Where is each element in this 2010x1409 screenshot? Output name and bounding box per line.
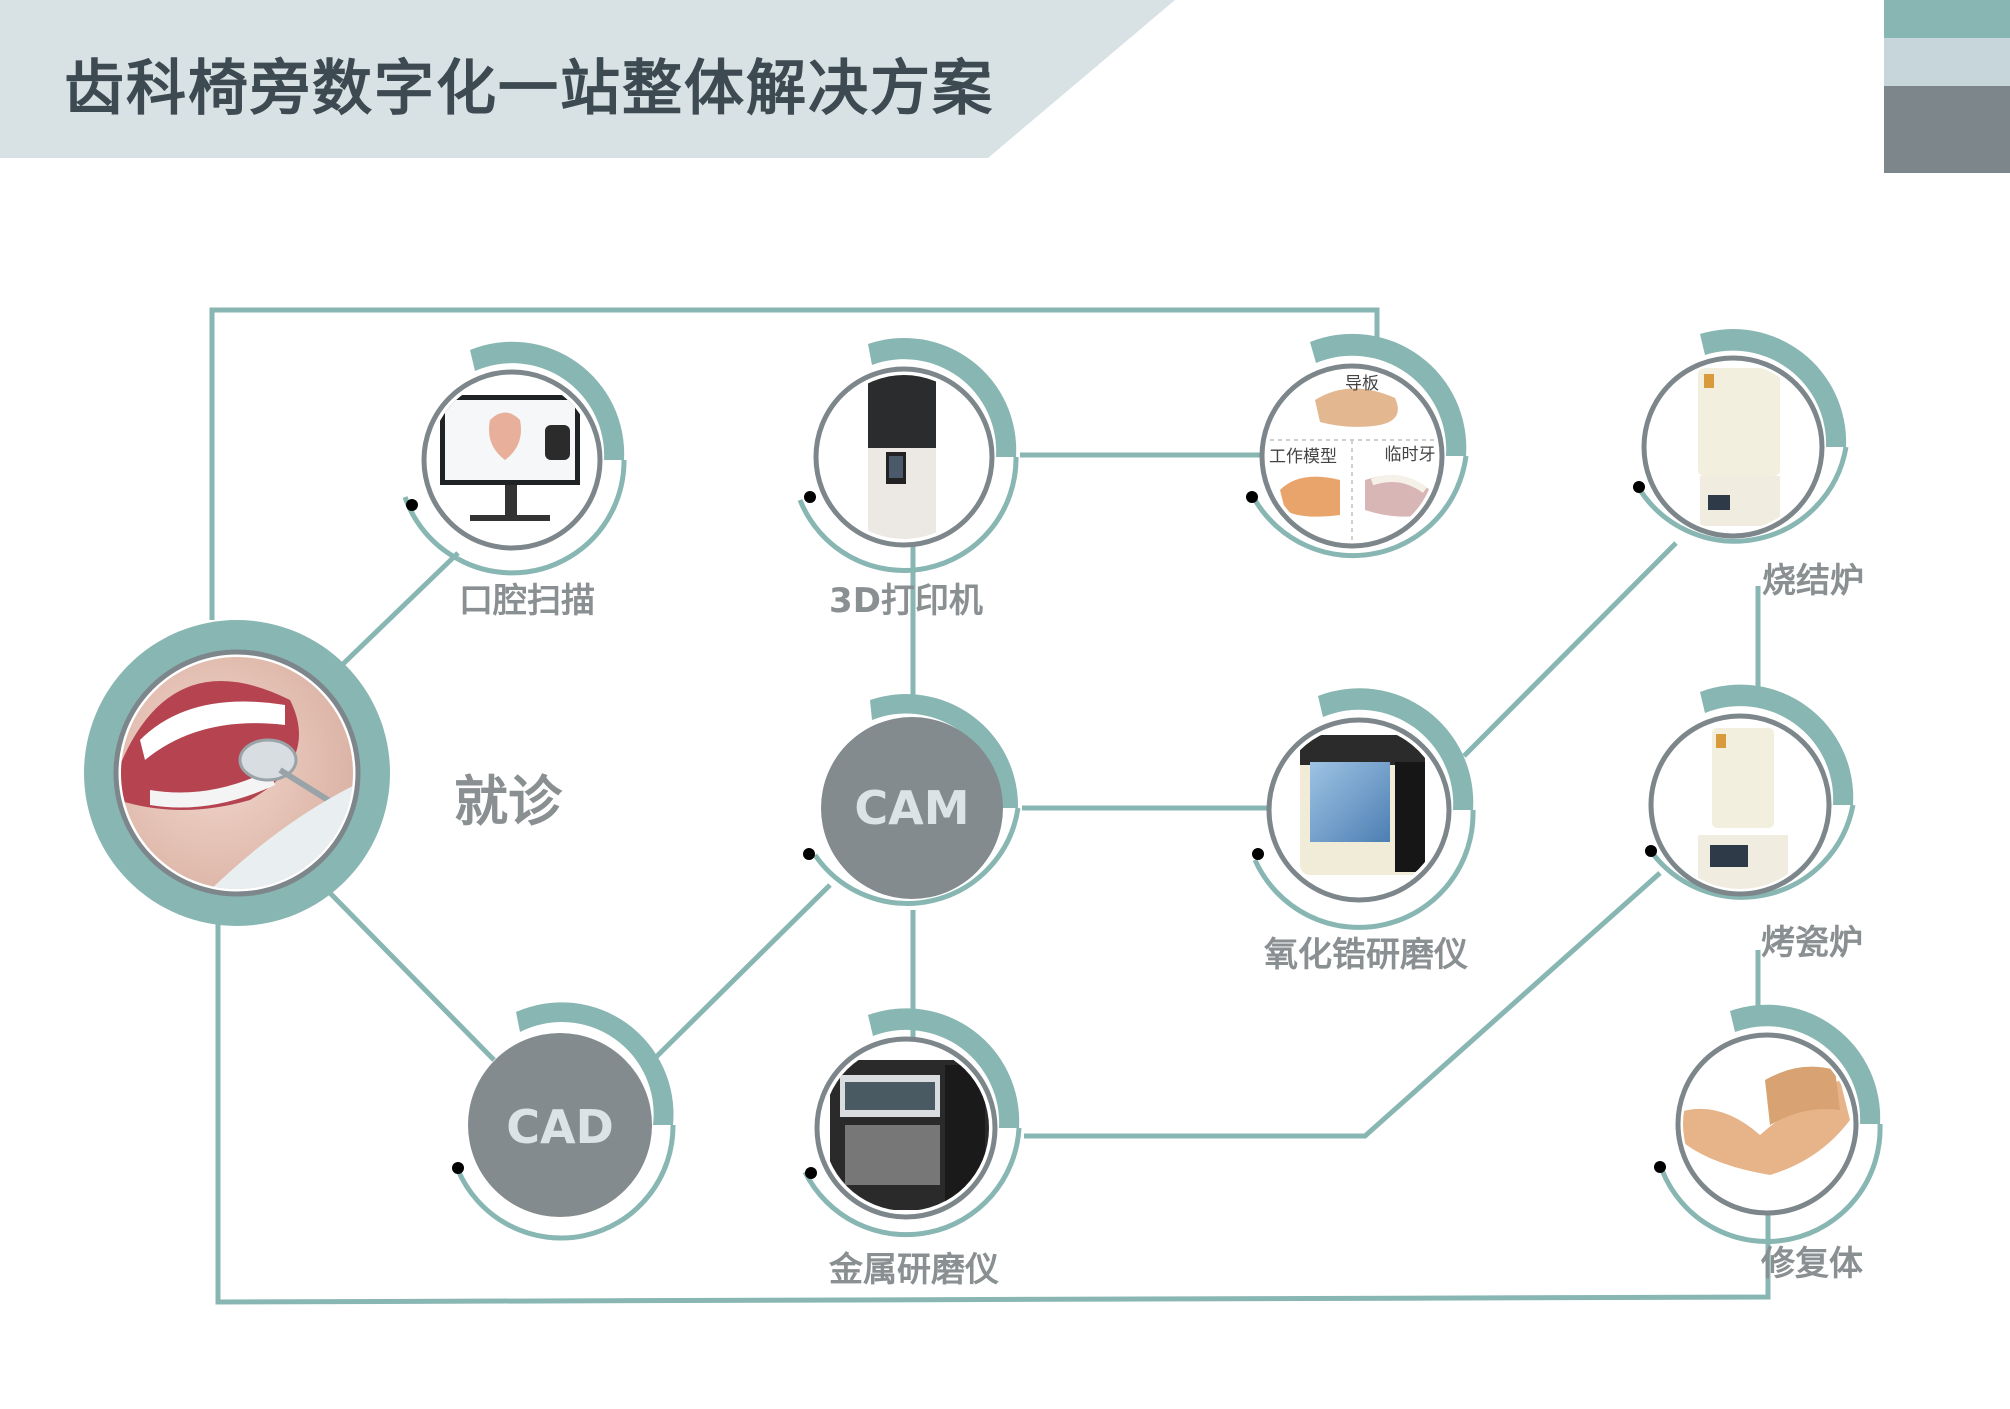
cad-label: CAD	[506, 1100, 614, 1154]
printer-node[interactable]	[797, 337, 1019, 573]
corner-decoration	[1884, 0, 2010, 173]
zirconia-label: 氧化锆研磨仪	[1264, 935, 1468, 975]
metal-label: 金属研磨仪	[829, 1250, 999, 1290]
zirconia-mill-image	[1300, 735, 1425, 875]
printed-models-node[interactable]: 导板 工作模型 临时牙	[1246, 333, 1469, 559]
3d-printer-image	[868, 375, 936, 539]
restoration-image	[1683, 1066, 1850, 1175]
cam-node[interactable]: CAM	[803, 694, 1021, 906]
scanner-monitor-image	[440, 395, 580, 521]
visit-label: 就诊	[454, 770, 562, 833]
cad-node[interactable]: CAD	[452, 1002, 676, 1241]
cam-label: CAM	[854, 781, 969, 835]
printed-models-image	[1270, 388, 1436, 540]
porcelain-node[interactable]	[1645, 684, 1856, 900]
restoration-node[interactable]	[1654, 1004, 1883, 1244]
scan-node[interactable]	[402, 341, 627, 576]
sinter-label: 烧结炉	[1762, 561, 1864, 601]
guide-label: 导板	[1345, 374, 1379, 394]
header-banner	[0, 0, 1175, 158]
scan-label: 口腔扫描	[459, 581, 595, 621]
sinter-furnace-image	[1698, 368, 1780, 526]
visit-node[interactable]	[84, 620, 390, 926]
metal-mill-image	[830, 1060, 989, 1210]
temp-tooth-label: 临时牙	[1385, 445, 1436, 465]
working-model-label: 工作模型	[1269, 447, 1337, 467]
porcelain-furnace-image	[1698, 728, 1788, 889]
restoration-label: 修复体	[1761, 1244, 1863, 1284]
sinter-node[interactable]	[1633, 329, 1849, 544]
metal-node[interactable]	[802, 1008, 1022, 1238]
printer-label: 3D打印机	[829, 581, 983, 621]
porcelain-label: 烤瓷炉	[1761, 923, 1863, 963]
zirconia-node[interactable]	[1252, 688, 1476, 930]
page-title: 齿科椅旁数字化一站整体解决方案	[64, 54, 994, 124]
